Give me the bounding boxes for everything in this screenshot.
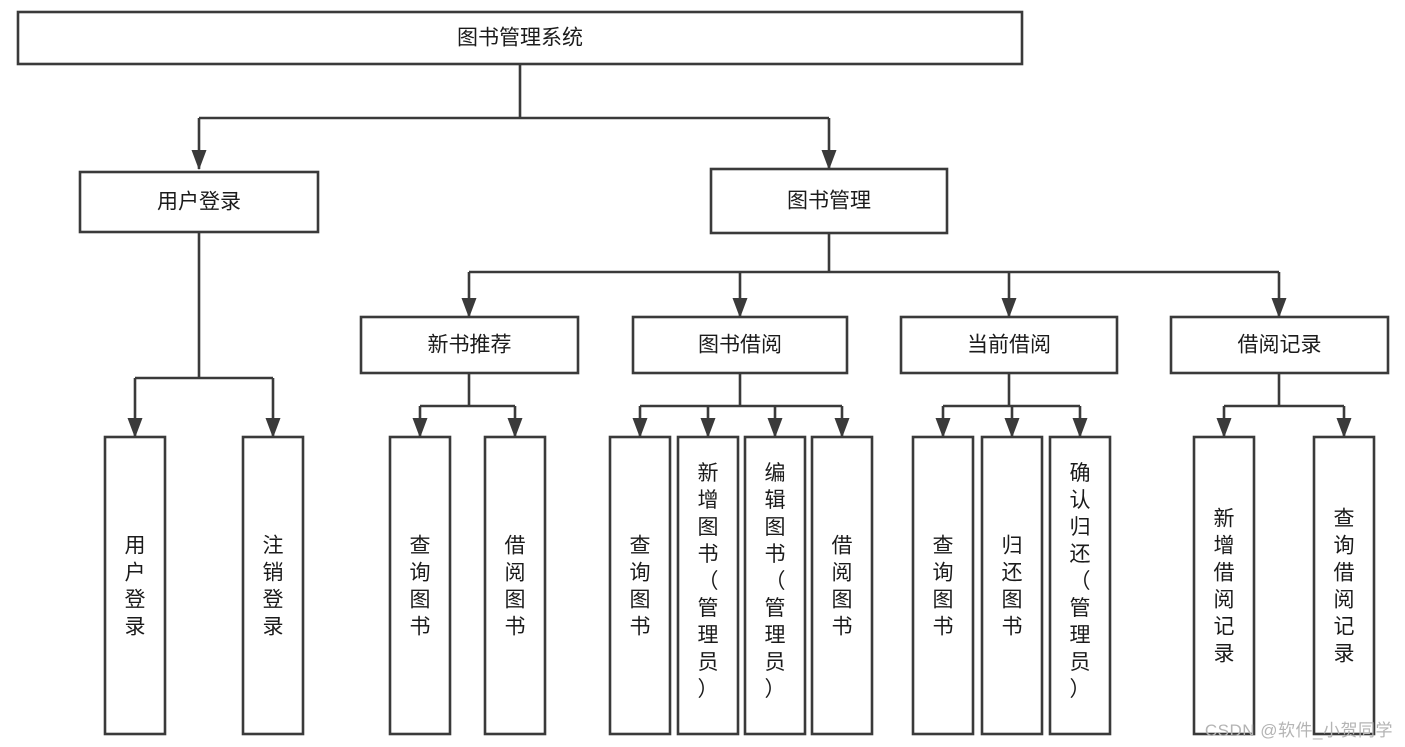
connector-bookmanage-to-level2 [461, 233, 1287, 318]
node-box[interactable] [709, 167, 949, 235]
node-label: 图书借阅 [698, 334, 782, 357]
node-box[interactable] [980, 435, 1044, 736]
node-leaf-borrow-book-2[interactable]: 借阅图书 [810, 435, 874, 736]
node-box[interactable] [810, 435, 874, 736]
node-label: 借阅图书 [505, 535, 526, 639]
node-box[interactable] [1192, 435, 1256, 736]
node-leaf-query-book-1[interactable]: 查询图书 [388, 435, 452, 736]
node-box[interactable] [483, 435, 547, 736]
node-box[interactable] [631, 315, 849, 375]
node-label: 查询图书 [630, 535, 651, 639]
node-box[interactable] [78, 170, 320, 234]
node-leaf-edit-book[interactable]: 编辑图书（管理员） [743, 435, 807, 736]
node-leaf-return-book[interactable]: 归还图书 [980, 435, 1044, 736]
node-label: 新增图书（管理员） [698, 462, 719, 701]
node-leaf-user-login[interactable]: 用户登录 [103, 435, 167, 736]
node-label: 图书管理 [787, 190, 871, 213]
node-book-manage[interactable]: 图书管理 [709, 167, 949, 235]
node-box[interactable] [743, 435, 807, 736]
node-box[interactable] [1169, 315, 1390, 375]
node-leaf-add-book[interactable]: 新增图书（管理员） [676, 435, 740, 736]
node-leaf-borrow-book-1[interactable]: 借阅图书 [483, 435, 547, 736]
connector-userlogin-to-leaves [127, 232, 281, 438]
node-box[interactable] [608, 435, 672, 736]
node-box[interactable] [911, 435, 975, 736]
node-label: 当前借阅 [967, 334, 1051, 357]
node-user-login[interactable]: 用户登录 [78, 170, 320, 234]
node-box[interactable] [241, 435, 305, 736]
node-leaf-user-logout[interactable]: 注销登录 [241, 435, 305, 736]
node-leaf-query-book-2[interactable]: 查询图书 [608, 435, 672, 736]
node-leaf-add-record[interactable]: 新增借阅记录 [1192, 435, 1256, 736]
connector-bookborrow-to-leaves [632, 373, 850, 438]
node-book-borrow[interactable]: 图书借阅 [631, 315, 849, 375]
node-label: 新增借阅记录 [1214, 508, 1235, 666]
node-box[interactable] [388, 435, 452, 736]
node-label: 查询图书 [933, 535, 954, 639]
node-label: 编辑图书（管理员） [765, 462, 786, 701]
node-root[interactable]: 图书管理系统 [16, 10, 1024, 66]
node-box[interactable] [676, 435, 740, 736]
connector-borrowrecord-to-leaves [1216, 373, 1352, 438]
node-box[interactable] [103, 435, 167, 736]
node-leaf-confirm-return[interactable]: 确认归还（管理员） [1048, 435, 1112, 736]
node-leaf-query-record[interactable]: 查询借阅记录 [1312, 435, 1376, 736]
connector-newbook-to-leaves [412, 373, 523, 438]
node-label: 查询借阅记录 [1334, 508, 1355, 666]
node-label: 用户登录 [157, 191, 241, 214]
node-borrow-record[interactable]: 借阅记录 [1169, 315, 1390, 375]
node-box[interactable] [16, 10, 1024, 66]
connector-layer [127, 64, 1352, 438]
node-label: 查询图书 [410, 535, 431, 639]
node-box[interactable] [899, 315, 1119, 375]
node-label: 注销登录 [263, 535, 284, 639]
node-layer: 图书管理系统用户登录图书管理新书推荐图书借阅当前借阅借阅记录用户登录注销登录查询… [16, 10, 1390, 736]
node-new-book-recommend[interactable]: 新书推荐 [359, 315, 580, 375]
connector-currentborrow-to-leaves [935, 373, 1088, 438]
node-current-borrow[interactable]: 当前借阅 [899, 315, 1119, 375]
node-label: 新书推荐 [428, 334, 512, 357]
node-label: 借阅记录 [1238, 334, 1322, 357]
node-box[interactable] [1312, 435, 1376, 736]
node-label: 用户登录 [125, 535, 146, 639]
node-label: 图书管理系统 [457, 27, 583, 50]
node-leaf-query-book-3[interactable]: 查询图书 [911, 435, 975, 736]
connector-root-to-level1 [191, 64, 837, 170]
node-label: 归还图书 [1002, 535, 1023, 639]
node-label: 借阅图书 [832, 535, 853, 639]
node-box[interactable] [1048, 435, 1112, 736]
node-box[interactable] [359, 315, 580, 375]
node-label: 确认归还（管理员） [1070, 462, 1091, 701]
